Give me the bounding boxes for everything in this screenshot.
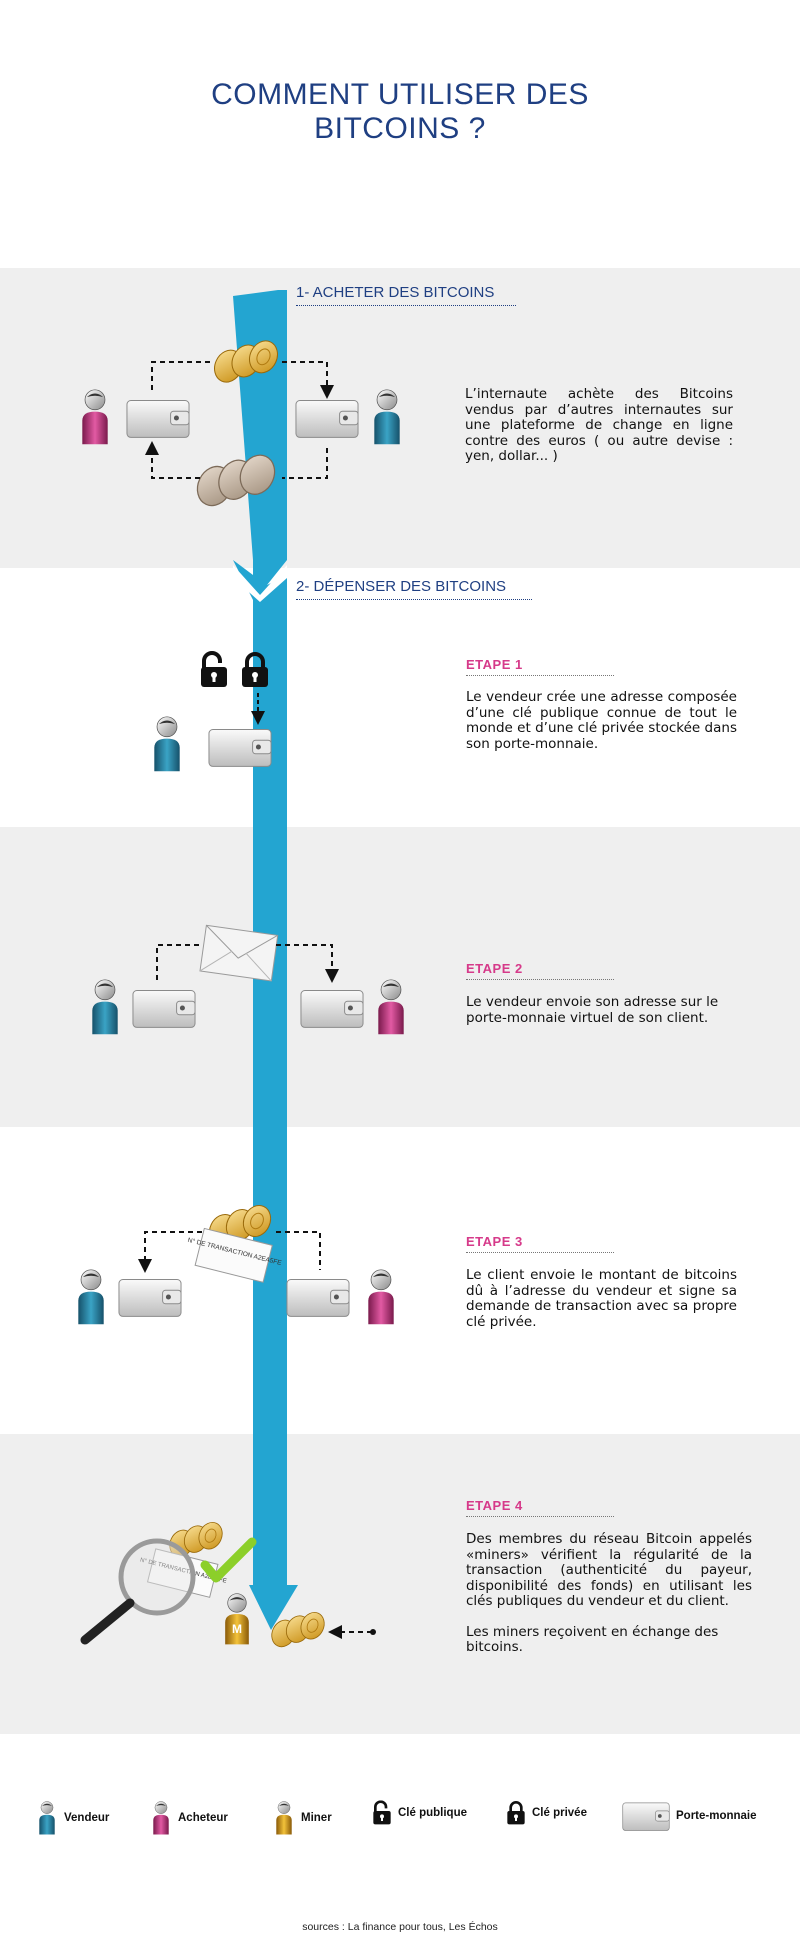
- band-step-2: [0, 827, 800, 1127]
- seller-icon: [39, 1801, 55, 1835]
- band-step-4: [0, 1434, 800, 1734]
- section-2-title: 2- DÉPENSER DES BITCOINS: [296, 578, 532, 600]
- step-3-text: Le client envoie le montant de bitcoins …: [466, 1267, 737, 1330]
- step-1-text: Le vendeur crée une adresse composée d’u…: [466, 689, 737, 752]
- step-4-label: ETAPE 4: [466, 1498, 614, 1517]
- arrow-notch: [233, 565, 287, 602]
- legend-item-porte-monnaie: Porte-monnaie: [622, 1800, 757, 1832]
- wallet-icon: [132, 990, 196, 1028]
- buyer-icon: [153, 1801, 169, 1835]
- wallet-icon: [622, 1802, 670, 1831]
- legend-item-acheteur: Acheteur: [150, 1800, 228, 1836]
- step-4-text-block: Des membres du réseau Bitcoin appelés «m…: [466, 1531, 752, 1656]
- seller-icon: [77, 1269, 105, 1325]
- step-1-label: ETAPE 1: [466, 657, 614, 676]
- miner-icon: [276, 1801, 292, 1835]
- legend-label: Clé publique: [398, 1807, 467, 1819]
- legend: Vendeur Acheteur Miner Clé publique Clé …: [0, 1790, 800, 1840]
- legend-label: Acheteur: [178, 1812, 228, 1824]
- step3-graphics: N° DE TRANSACTION A2EA5FE: [77, 1203, 395, 1325]
- step-2-text: Le vendeur envoie son adresse sur le por…: [466, 994, 719, 1026]
- section1-graphics: [81, 338, 401, 510]
- miner-icon: [224, 1593, 250, 1645]
- checkmark-icon: [200, 1537, 257, 1583]
- seller-icon: [153, 716, 181, 772]
- step4-graphics: N° DE TRANSACTION A2EA5FE M: [80, 1520, 376, 1650]
- page-title: COMMENT UTILISER DES BITCOINS ?: [0, 78, 800, 146]
- wallet-icon: [286, 1279, 350, 1317]
- wallet-icon: [295, 400, 359, 438]
- miner-letter: M: [232, 1622, 242, 1636]
- legend-item-vendeur: Vendeur: [36, 1800, 109, 1836]
- seller-icon: [91, 979, 119, 1035]
- wallet-icon: [208, 729, 272, 767]
- seller-icon: [373, 389, 401, 445]
- section-1-text: L’internaute achète des Bitcoins vendus …: [465, 386, 733, 464]
- magnifier-icon: [80, 1538, 196, 1645]
- buyer-icon: [81, 389, 109, 445]
- source-credit: sources : La finance pour tous, Les Écho…: [302, 1921, 498, 1933]
- legend-label: Clé privée: [532, 1807, 587, 1819]
- step-4-text-2: Les miners reçoivent en échange des bitc…: [466, 1623, 719, 1655]
- legend-label: Miner: [301, 1812, 332, 1824]
- legend-label: Vendeur: [64, 1812, 110, 1824]
- step-2-label: ETAPE 2: [466, 961, 614, 980]
- step2-graphics: [91, 924, 405, 1035]
- envelope-icon: [199, 924, 279, 982]
- legend-item-miner: Miner: [273, 1800, 332, 1836]
- section-1-title: 1- ACHETER DES BITCOINS: [296, 284, 516, 306]
- title-line-2: BITCOINS ?: [314, 112, 486, 145]
- public-key-icon: [372, 1800, 392, 1826]
- wallet-icon: [300, 990, 364, 1028]
- buyer-icon: [367, 1269, 395, 1325]
- private-key-icon: [506, 1801, 526, 1826]
- step-4-text: Des membres du réseau Bitcoin appelés «m…: [466, 1531, 752, 1609]
- legend-label: Porte-monnaie: [676, 1810, 757, 1822]
- public-key-icon: [199, 651, 229, 689]
- buyer-icon: [377, 979, 405, 1035]
- wallet-icon: [126, 400, 190, 438]
- legend-item-cle-publique: Clé publique: [372, 1800, 467, 1826]
- step-3-label: ETAPE 3: [466, 1234, 614, 1253]
- legend-item-cle-privee: Clé privée: [506, 1800, 587, 1826]
- wallet-icon: [118, 1279, 182, 1317]
- title-line-1: COMMENT UTILISER DES: [211, 78, 589, 111]
